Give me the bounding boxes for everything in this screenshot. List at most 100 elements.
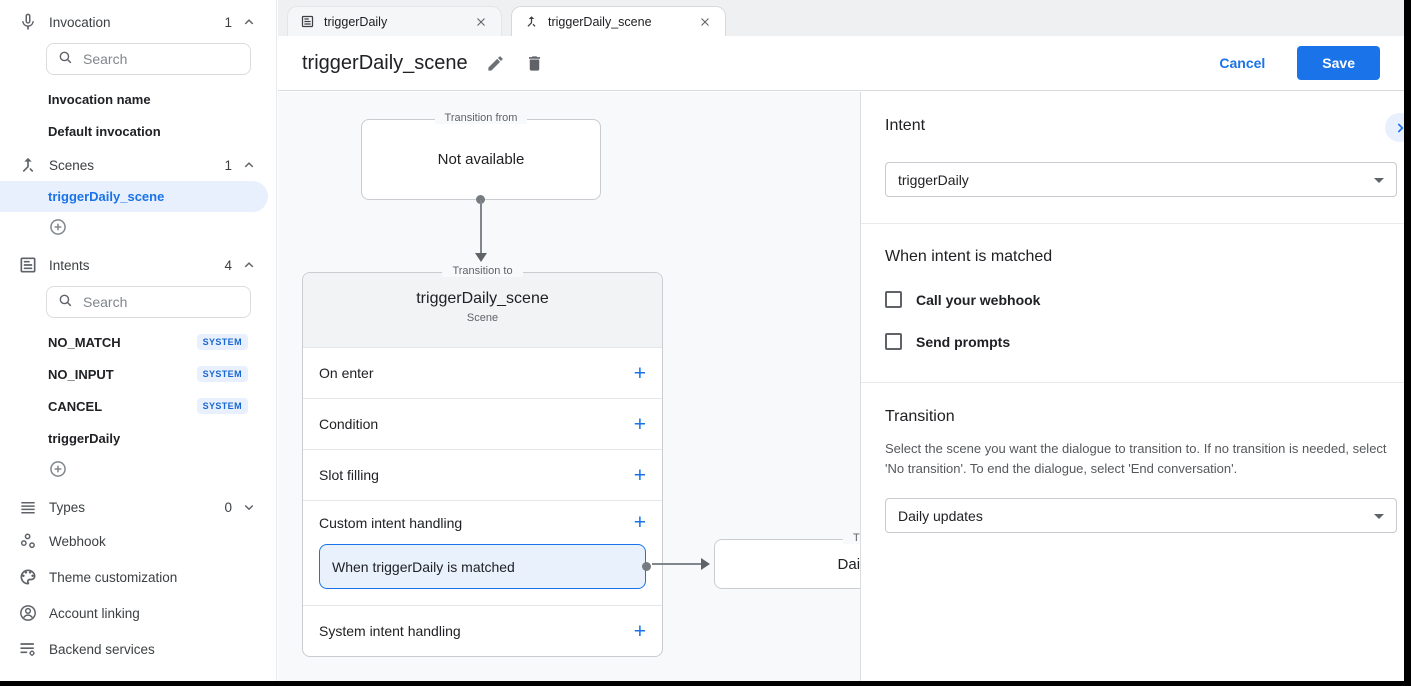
intent-name: NO_INPUT bbox=[48, 366, 114, 382]
page-title: triggerDaily_scene bbox=[302, 51, 468, 74]
section-label: Intents bbox=[49, 257, 90, 273]
save-button[interactable]: Save bbox=[1297, 46, 1380, 80]
add-icon[interactable]: + bbox=[633, 511, 646, 534]
invocation-search[interactable] bbox=[46, 43, 251, 75]
call-webhook-option[interactable]: Call your webhook bbox=[885, 291, 1397, 308]
cancel-button[interactable]: Cancel bbox=[1219, 55, 1266, 71]
search-input[interactable] bbox=[83, 51, 223, 67]
when-intent-matched-section: When intent is matched Call your webhook… bbox=[861, 224, 1404, 382]
transition-section: Transition Select the scene you want the… bbox=[861, 383, 1404, 534]
row-label: Slot filling bbox=[319, 467, 379, 483]
add-icon[interactable]: + bbox=[633, 463, 646, 487]
transition-target-box[interactable]: Transition to Daily updates bbox=[714, 532, 860, 589]
search-icon bbox=[57, 292, 74, 312]
close-icon[interactable] bbox=[695, 12, 715, 32]
sidebar-item-default-invocation[interactable]: Default invocation bbox=[48, 123, 161, 139]
section-count: 1 bbox=[224, 157, 232, 173]
sidebar-item-triggerdaily[interactable]: triggerDaily bbox=[0, 422, 276, 454]
palette-icon bbox=[18, 567, 38, 587]
chevron-up-icon[interactable] bbox=[240, 256, 258, 274]
close-icon[interactable] bbox=[471, 12, 491, 32]
add-icon[interactable]: + bbox=[633, 412, 646, 436]
edit-icon[interactable] bbox=[484, 52, 507, 75]
sidebar-item-no-match[interactable]: NO_MATCH SYSTEM bbox=[0, 326, 276, 358]
intents-search[interactable] bbox=[46, 286, 251, 318]
plus-circle-icon bbox=[48, 459, 68, 482]
system-badge: SYSTEM bbox=[196, 398, 248, 414]
sidebar-section-scenes[interactable]: Scenes 1 bbox=[0, 149, 276, 181]
add-icon[interactable]: + bbox=[633, 619, 646, 643]
intent-handler-chip[interactable]: When triggerDaily is matched bbox=[319, 544, 651, 589]
search-input[interactable] bbox=[83, 294, 223, 310]
add-intent-button[interactable] bbox=[0, 454, 276, 487]
intent-list-icon bbox=[300, 14, 315, 29]
intent-dropdown[interactable]: triggerDaily bbox=[885, 162, 1397, 197]
row-label: Condition bbox=[319, 416, 379, 432]
diagram-canvas[interactable]: Transition from Not available Transition… bbox=[278, 92, 860, 681]
connector-line-horizontal bbox=[652, 563, 702, 565]
transition-from-value: Not available bbox=[437, 151, 525, 168]
connector-dot bbox=[476, 195, 485, 204]
collapse-panel-button[interactable] bbox=[1385, 113, 1404, 142]
tab-label: triggerDaily_scene bbox=[548, 14, 652, 29]
sidebar-section-intents[interactable]: Intents 4 bbox=[0, 249, 276, 281]
link-label: Backend services bbox=[49, 641, 155, 657]
scene-row-slot-filling[interactable]: Slot filling + bbox=[303, 449, 662, 500]
scene-subtitle: Scene bbox=[466, 312, 499, 324]
search-icon bbox=[57, 49, 74, 69]
sidebar-item-webhook[interactable]: Webhook bbox=[0, 523, 276, 559]
intent-heading: Intent bbox=[885, 117, 926, 134]
chevron-up-icon[interactable] bbox=[240, 156, 258, 174]
account-circle-icon bbox=[18, 603, 38, 623]
dropdown-caret-icon bbox=[1374, 177, 1384, 183]
sidebar-item-no-input[interactable]: NO_INPUT SYSTEM bbox=[0, 358, 276, 390]
sidebar-section-invocation[interactable]: Invocation 1 bbox=[0, 6, 276, 38]
sidebar-section-types[interactable]: Types 0 bbox=[0, 491, 276, 523]
sidebar-item-theme-customization[interactable]: Theme customization bbox=[0, 559, 276, 595]
system-badge: SYSTEM bbox=[196, 334, 248, 350]
sidebar-item-account-linking[interactable]: Account linking bbox=[0, 595, 276, 631]
sidebar-item-invocation-name[interactable]: Invocation name bbox=[48, 91, 151, 107]
divider bbox=[861, 382, 1404, 383]
connector-line-vertical bbox=[480, 200, 482, 254]
chevron-down-icon[interactable] bbox=[240, 498, 258, 516]
scene-merge-icon bbox=[524, 14, 539, 29]
row-label: Custom intent handling bbox=[319, 514, 463, 531]
title-row: triggerDaily_scene Cancel Save bbox=[278, 36, 1404, 91]
scene-row-custom-intent-handling[interactable]: Custom intent handling + When triggerDai… bbox=[303, 500, 662, 605]
sidebar-item-backend-services[interactable]: Backend services bbox=[0, 631, 276, 667]
delete-icon[interactable] bbox=[523, 52, 546, 75]
scene-row-on-enter[interactable]: On enter + bbox=[303, 347, 662, 398]
transition-from-box[interactable]: Transition from Not available bbox=[361, 112, 601, 200]
scene-card[interactable]: Transition to triggerDaily_scene Scene O… bbox=[302, 265, 663, 657]
tab-triggerdaily[interactable]: triggerDaily bbox=[287, 6, 502, 36]
sidebar-item-triggerdaily-scene[interactable]: triggerDaily_scene bbox=[0, 181, 268, 212]
chip-label: When triggerDaily is matched bbox=[332, 558, 515, 575]
add-icon[interactable]: + bbox=[633, 361, 646, 385]
tab-label: triggerDaily bbox=[324, 14, 388, 29]
transition-dropdown-value: Daily updates bbox=[898, 507, 983, 524]
scene-row-condition[interactable]: Condition + bbox=[303, 398, 662, 449]
transition-dropdown[interactable]: Daily updates bbox=[885, 498, 1397, 534]
transition-description: Select the scene you want the dialogue t… bbox=[885, 441, 1387, 477]
scene-row-system-intent-handling[interactable]: System intent handling + bbox=[303, 605, 662, 656]
add-scene-button[interactable] bbox=[0, 212, 276, 245]
sidebar: Invocation 1 Invocation name Default inv… bbox=[0, 0, 277, 681]
section-label: Invocation bbox=[49, 14, 111, 30]
scene-merge-icon bbox=[18, 155, 38, 175]
checkbox[interactable] bbox=[885, 291, 902, 308]
section-label: Scenes bbox=[49, 157, 95, 173]
divider bbox=[861, 223, 1404, 224]
scene-title: triggerDaily_scene bbox=[416, 290, 549, 307]
main-area: triggerDaily triggerDaily_scene triggerD… bbox=[278, 0, 1404, 681]
sidebar-item-cancel[interactable]: CANCEL SYSTEM bbox=[0, 390, 276, 422]
tab-triggerdaily-scene[interactable]: triggerDaily_scene bbox=[511, 6, 726, 36]
arrowhead-down-icon bbox=[475, 253, 487, 262]
section-label: Types bbox=[49, 499, 86, 515]
chevron-right-icon bbox=[1397, 122, 1403, 133]
chevron-up-icon[interactable] bbox=[240, 13, 258, 31]
row-label: On enter bbox=[319, 365, 374, 381]
checkbox[interactable] bbox=[885, 333, 902, 350]
properties-panel: Intent triggerDaily When intent is match… bbox=[860, 92, 1404, 681]
send-prompts-option[interactable]: Send prompts bbox=[885, 333, 1397, 350]
